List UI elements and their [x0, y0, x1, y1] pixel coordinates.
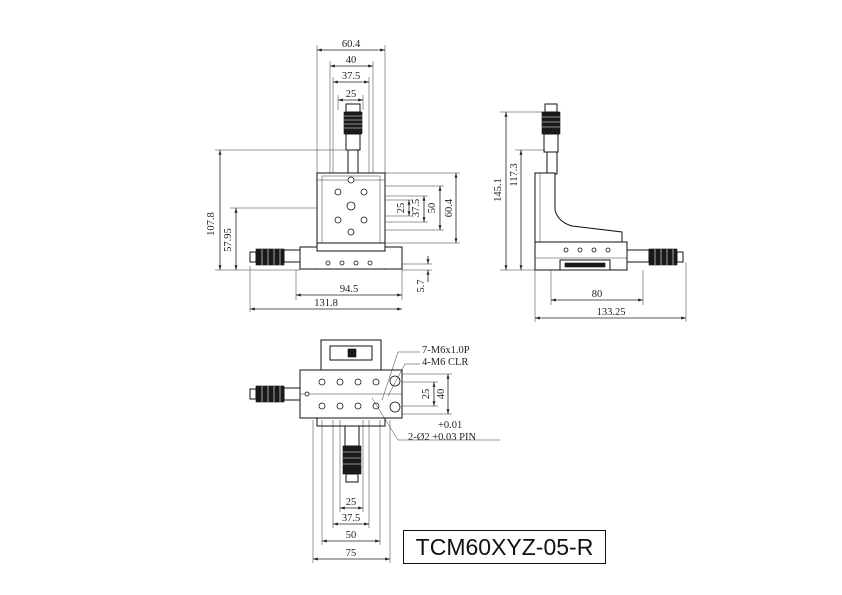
- micrometer-vertical: [343, 103, 363, 175]
- side-dim-left-2: 117.3: [509, 163, 520, 186]
- side-view: 145.1 117.3 80 133.25: [493, 103, 687, 322]
- front-dim-right-1: 25: [396, 203, 407, 214]
- note-tolerance-upper: +0.01: [438, 420, 462, 431]
- front-dim-top-3: 37.5: [342, 71, 360, 82]
- front-dim-right-4: 60.4: [444, 198, 455, 217]
- front-dim-top-1: 60.4: [342, 39, 361, 50]
- note-pin-holes: 2-Ø2 +0.03 PIN: [408, 432, 476, 443]
- front-dim-top-2: 40: [346, 55, 357, 66]
- top-dim-bottom-2: 37.5: [342, 513, 360, 524]
- front-dim-top-4: 25: [346, 89, 357, 100]
- top-view: 7-M6x1.0P 4-M6 CLR +0.01 2-Ø2 +0.03 PIN …: [249, 339, 500, 563]
- top-dim-bottom-3: 50: [346, 530, 357, 541]
- front-dim-left-2: 57.95: [223, 228, 234, 252]
- top-dim-bottom-1: 25: [346, 497, 357, 508]
- front-dim-left-1: 107.8: [206, 212, 217, 236]
- note-clearance-holes: 4-M6 CLR: [422, 357, 468, 368]
- side-dim-bottom-2: 133.25: [597, 307, 626, 318]
- top-dim-right-1: 25: [421, 389, 432, 400]
- front-dim-right-2: 37.5: [411, 199, 422, 217]
- side-dim-bottom-1: 80: [592, 289, 603, 300]
- front-dim-small: 5.7: [416, 279, 427, 292]
- front-dim-bottom-2: 131.8: [314, 298, 338, 309]
- front-dim-bottom-1: 94.5: [340, 284, 358, 295]
- model-title: TCM60XYZ-05-R: [403, 530, 606, 564]
- top-dim-right-2: 40: [436, 389, 447, 400]
- side-dim-left-1: 145.1: [493, 178, 504, 202]
- micrometer-horizontal-front: [249, 248, 301, 266]
- front-dim-right-3: 50: [427, 203, 438, 214]
- front-view: 60.4 40 37.5 25: [206, 39, 460, 312]
- top-dim-bottom-4: 75: [346, 548, 357, 559]
- note-tapped-holes: 7-M6x1.0P: [422, 345, 470, 356]
